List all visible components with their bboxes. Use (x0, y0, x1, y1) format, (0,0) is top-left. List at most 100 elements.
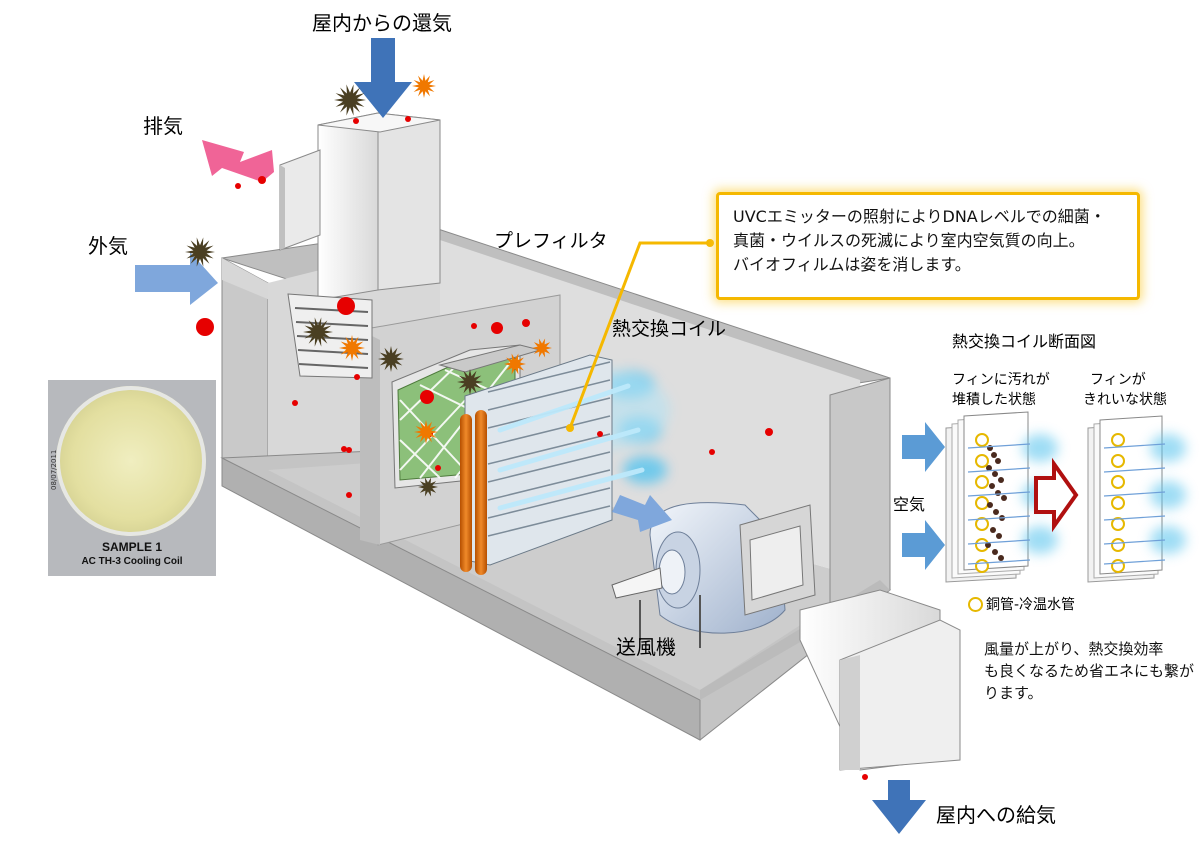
dirt-deposit (985, 542, 991, 548)
contaminant-star (418, 477, 438, 497)
uv-glow-blob (1150, 526, 1186, 554)
copper-pipe-ring (975, 475, 989, 489)
airflow-line (967, 539, 1031, 545)
copper-pipe-ring (1111, 496, 1125, 510)
callout-line-2: 真菌・ウイルスの死滅により室内空気質の向上。 (733, 231, 1085, 250)
copper-pipe-ring (975, 496, 989, 510)
label-return-air: 屋内からの還気 (312, 11, 452, 35)
coil-header-pipe-left (460, 414, 472, 572)
airflow-line (1103, 559, 1166, 565)
label-legend-copper-pipe: 銅管-冷温水管 (986, 597, 1075, 613)
air-arrow-upper (902, 422, 945, 472)
dirt-deposit (991, 452, 997, 458)
dirt-deposit (1001, 495, 1007, 501)
contaminant-star (185, 237, 215, 267)
comparison-arrow (1034, 457, 1079, 533)
airflow-line (1103, 443, 1166, 449)
label-exhaust: 排気 (143, 114, 183, 138)
airflow-line (967, 467, 1031, 473)
label-supply-air: 屋内への給気 (936, 803, 1056, 827)
callout-line-1: UVCエミッターの照射によりDNAレベルでの細菌・ (733, 207, 1106, 226)
coil-header-pipe-right (475, 410, 487, 575)
copper-pipe-ring (1111, 454, 1125, 468)
uv-glow-blob (1022, 434, 1058, 462)
uvc-callout: UVCエミッターの照射によりDNAレベルでの細菌・ 真菌・ウイルスの死滅により室… (716, 192, 1140, 300)
uv-glow-blob (1022, 526, 1058, 554)
copper-pipe-ring (975, 559, 989, 573)
label-fins-clean-1: フィンが (1090, 372, 1146, 388)
airflow-line (1103, 539, 1166, 545)
copper-pipe-ring (1111, 538, 1125, 552)
dirt-deposit (996, 533, 1002, 539)
contaminant-star (334, 84, 366, 116)
airflow-line (967, 515, 1031, 521)
dirt-deposit (986, 465, 992, 471)
label-heat-exchange-coil: 熱交換コイル (612, 318, 726, 340)
copper-pipe-ring (975, 517, 989, 531)
label-pre-filter: プレフィルタ (494, 230, 608, 252)
contaminant-star (378, 346, 404, 372)
label-fan: 送風機 (616, 635, 676, 659)
label-fins-dirty-1: フィンに汚れが (952, 372, 1050, 388)
photo-caption-sample: SAMPLE 1 (101, 540, 162, 554)
airflow-line (1103, 491, 1166, 497)
outside-air-damper (287, 293, 373, 379)
copper-pipe-ring (1111, 517, 1125, 531)
contaminant-star (457, 369, 483, 395)
dirt-deposit (998, 477, 1004, 483)
contaminant-star (532, 338, 552, 358)
airflow-arrow-to-fan (612, 495, 672, 532)
contaminant-star (303, 317, 333, 347)
copper-pipe-ring (1111, 559, 1125, 573)
label-fins-dirty-2: 堆積した状態 (952, 392, 1036, 408)
petri-dish (56, 386, 206, 536)
dirt-deposit (995, 490, 1001, 496)
contaminant-star (412, 74, 436, 98)
air-arrow-lower (902, 520, 945, 570)
copper-pipe-ring (1111, 475, 1125, 489)
dirt-deposit (993, 509, 999, 515)
contaminant-stars (185, 74, 552, 497)
supply-air-arrow (872, 780, 926, 834)
copper-pipe-ring (975, 433, 989, 447)
coil-cross-section (902, 411, 1186, 583)
legend-copper-pipe-icon (968, 597, 983, 612)
callout-leader (566, 239, 714, 432)
airflow-line (967, 559, 1031, 565)
contaminant-star (504, 353, 526, 375)
dirt-deposit (992, 471, 998, 477)
energy-note: 風量が上がり、熱交換効率 も良くなるため省エネにも繋が ります。 (984, 638, 1194, 704)
uv-glow-blob (1150, 434, 1186, 462)
dirt-deposit (989, 483, 995, 489)
copper-pipe-ring (975, 454, 989, 468)
airflow-line (967, 491, 1031, 497)
photo-caption-coil: AC TH-3 Cooling Coil (81, 556, 183, 567)
airflow-line (967, 443, 1031, 449)
airflow-line (1103, 467, 1166, 473)
return-air-duct (279, 112, 441, 301)
note-line-2: も良くなるため省エネにも繋が (984, 662, 1195, 680)
note-line-1: 風量が上がり、熱交換効率 (984, 640, 1164, 658)
label-outside-air: 外気 (88, 234, 128, 258)
dirt-deposit (987, 502, 993, 508)
uv-glow-blob (1150, 481, 1186, 509)
supply-air-duct (799, 589, 961, 771)
note-line-3: ります。 (984, 684, 1043, 702)
heat-exchange-coil (460, 354, 645, 575)
exhaust-arrow (202, 140, 274, 182)
dirt-deposit (990, 527, 996, 533)
callout-line-3: バイオフィルムは姿を消します。 (733, 255, 971, 274)
dirt-deposit (998, 555, 1004, 561)
contaminant-particles (196, 116, 868, 780)
contaminant-star (414, 420, 438, 444)
label-coil-cross-section: 熱交換コイル断面図 (952, 332, 1096, 351)
supply-fan (611, 502, 816, 648)
contaminant-star (339, 335, 365, 361)
copper-pipe-ring (1111, 433, 1125, 447)
petri-dish-photo: 08/07/2011 SAMPLE 1 AC TH-3 Cooling Coil (48, 380, 216, 576)
label-air: 空気 (893, 495, 925, 514)
dirt-deposit (992, 549, 998, 555)
return-air-arrow (354, 38, 412, 118)
airflow-line (1103, 515, 1166, 521)
